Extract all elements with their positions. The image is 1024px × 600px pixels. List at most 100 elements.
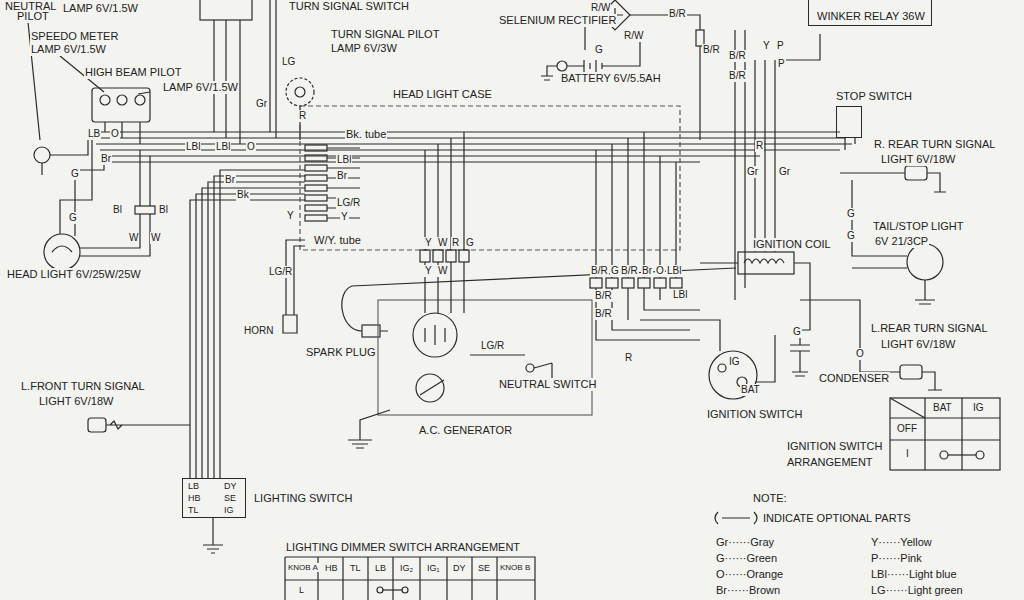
wire-code: Y — [762, 40, 771, 52]
part-label: P······Pink — [870, 552, 923, 565]
wire-code: G — [68, 212, 78, 224]
terminal-label: HB — [187, 493, 202, 503]
wire-code: SE — [477, 563, 491, 573]
part-label: LAMP 6V/1.5W — [62, 2, 139, 15]
wire-code: P — [777, 58, 786, 70]
part-label: W/Y. tube — [313, 234, 362, 247]
wire-code: Gr — [255, 98, 268, 110]
wire-code: IG₁ — [426, 563, 441, 573]
wire-code: Bl — [112, 204, 123, 216]
part-label: IGNITION SWITCH — [706, 408, 803, 421]
part-label: LAMP 6V/1.5W — [30, 43, 107, 56]
terminal-label: DY — [223, 481, 238, 491]
part-label: Br······Brown — [715, 584, 781, 597]
terminal-label: STOP SWITCH — [835, 90, 913, 103]
wire-code: Bk — [236, 189, 250, 201]
part-label: Y······Yellow — [870, 536, 933, 549]
part-label: KNOB B — [499, 563, 531, 572]
wire-code: B/R — [590, 265, 609, 277]
wire-code: Gr — [746, 166, 759, 178]
wire-code: G — [70, 168, 80, 180]
wire-code: LBl — [215, 141, 231, 153]
part-label: Bk. tube — [345, 128, 387, 141]
wire-code: O — [110, 128, 120, 140]
wire-code: W — [128, 232, 139, 244]
part-label: LIGHT 6V/18W — [880, 153, 956, 166]
wire-code: TL — [349, 563, 362, 573]
wire-code: Gr — [778, 166, 791, 178]
part-label: HEAD LIGHT 6V/25W/25W — [6, 268, 142, 281]
part-label: R. REAR TURN SIGNAL — [873, 138, 996, 151]
part-label: 6V 21/3CP — [874, 235, 929, 248]
wire-code: O — [246, 141, 256, 153]
legend-text: INDICATE OPTIONAL PARTS — [762, 512, 912, 525]
part-label: Gr······Gray — [715, 536, 775, 549]
part-label: TURN SIGNAL PILOT — [330, 28, 440, 41]
part-label: IGNITION COIL — [752, 238, 832, 251]
wire-code: LG — [281, 56, 296, 68]
wire-code: P — [776, 40, 785, 52]
wire-code: B/R — [620, 265, 639, 277]
wire-code: G — [610, 265, 620, 277]
wire-code: LBl — [185, 141, 201, 153]
part-label: LAMP 6V/1.5W — [162, 81, 239, 94]
wire-code: G — [465, 237, 475, 249]
terminal-label: LB — [187, 481, 200, 491]
part-label: LIGHT 6V/18W — [38, 395, 114, 408]
wire-code: Y — [424, 237, 433, 249]
wire-code: R — [624, 352, 633, 364]
wire-code: B/R — [728, 50, 747, 62]
part-label: CONDENSER — [818, 372, 890, 385]
wire-code: L — [298, 585, 305, 595]
terminal-label: IG — [223, 505, 235, 515]
part-label: TURN SIGNAL SWITCH — [288, 0, 410, 13]
wire-code: R/W — [623, 30, 644, 42]
part-label: HIGH BEAM PILOT — [84, 66, 183, 79]
wire-code: OFF — [896, 423, 918, 435]
wire-code: Br — [641, 265, 653, 277]
wire-code: LB — [374, 563, 387, 573]
wire-code: O — [855, 348, 865, 360]
wire-code: G — [792, 326, 802, 338]
wire-code: BAT — [932, 402, 953, 414]
part-label: LAMP 6V/3W — [330, 42, 398, 55]
wire-code: Br — [336, 170, 348, 182]
part-label: SPARK PLUG — [305, 346, 377, 359]
wire-code: BAT — [740, 384, 761, 396]
wire-code: LG/R — [268, 266, 293, 278]
wire-code: Br — [224, 174, 236, 186]
wire-code: IG — [728, 356, 741, 368]
wire-code: G — [846, 230, 856, 242]
wire-code: LB — [87, 128, 101, 140]
part-label: L.REAR TURN SIGNAL — [870, 322, 989, 335]
wire-code: Y — [424, 265, 433, 277]
part-label: G······Green — [715, 552, 778, 565]
part-label: PILOT — [16, 10, 50, 23]
part-label: TAIL/STOP LIGHT — [872, 220, 964, 233]
wire-code: W — [437, 265, 448, 277]
wire-code: Bl — [158, 204, 169, 216]
wire-code: LBl — [336, 154, 352, 166]
part-label: NOTE: — [752, 492, 788, 505]
wire-code: LBl — [672, 289, 688, 301]
part-label: BATTERY 6V/5.5AH — [560, 72, 662, 85]
terminal-label: TL — [187, 505, 200, 515]
wire-code: Y — [286, 210, 295, 222]
wire-code: HORN — [243, 325, 274, 337]
relay-box: WINKER RELAY 36W — [808, 0, 932, 26]
wire-code: R — [451, 237, 460, 249]
relay-name: WINKER RELAY 36W — [816, 10, 926, 23]
wire-code: B/R — [728, 70, 747, 82]
switch-box: STOP SWITCH — [836, 106, 862, 138]
wire-code: DY — [452, 563, 467, 573]
wire-code: Y — [340, 211, 349, 223]
part-label: HEAD LIGHT CASE — [392, 88, 493, 101]
wire-code: HB — [324, 563, 339, 573]
wire-code: R — [755, 140, 764, 152]
part-label: O······Orange — [715, 568, 784, 581]
wire-code: B/R — [702, 44, 721, 56]
wire-code: G — [594, 44, 604, 56]
wire-code: IG — [972, 402, 985, 414]
switch-box: LBHBTLDYSEIGLIGHTING SWITCH — [182, 478, 246, 518]
